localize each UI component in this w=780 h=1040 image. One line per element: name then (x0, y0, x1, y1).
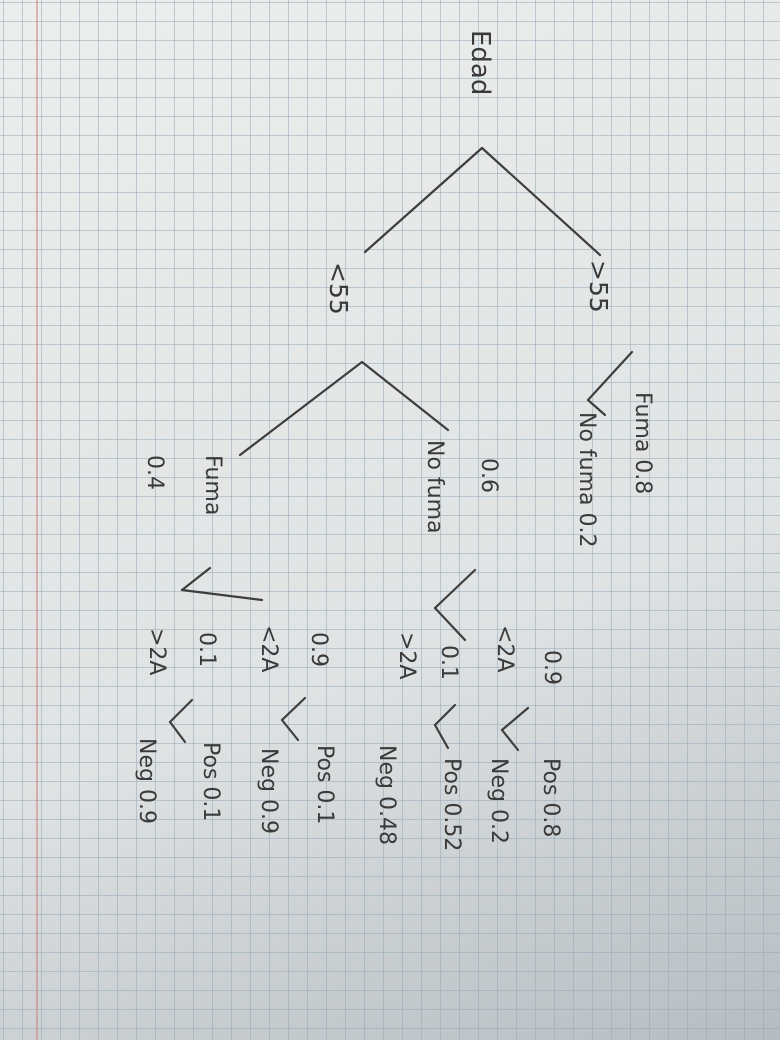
edge-nf-gt2a-neg (433, 723, 450, 750)
edge-f-lt2a-neg (280, 718, 300, 742)
edge-nf-lt2a-pos (500, 706, 530, 732)
edge-nf-lt2a (433, 568, 477, 610)
edge-f-lt2a (180, 566, 212, 592)
f-gt2a-pos-label: Pos 0.1 (198, 742, 223, 821)
edge-f-gt2a-pos (168, 698, 194, 724)
edge-f-lt2a-pos (280, 696, 307, 722)
f-lt2a-label: <2A (256, 625, 281, 672)
f-gt2a-label: >2A (144, 628, 169, 675)
nf-lt2a-prob: 0.9 (539, 650, 564, 685)
edge-root-gt55 (480, 146, 602, 257)
edge-lt55-fuma (238, 360, 364, 457)
branch-gt55-label: >55 (584, 260, 613, 313)
f-gt2a-neg-label: Neg 0.9 (134, 738, 159, 824)
edge-nf-gt2a-pos (433, 703, 457, 727)
f-lt2a-pos-label: Pos 0.1 (312, 745, 337, 824)
edge-nf-gt2a (433, 606, 467, 642)
lt55-nofuma-prob: 0.6 (476, 458, 501, 493)
nf-gt2a-prob: 0.1 (436, 645, 461, 680)
edge-gt55-nofuma (586, 398, 607, 417)
edge-gt55-fuma (586, 350, 634, 402)
nf-lt2a-pos-label: Pos 0.8 (538, 758, 563, 837)
lt55-fuma-prob: 0.4 (142, 455, 167, 490)
branch-lt55-label: <55 (324, 262, 353, 315)
nf-lt2a-neg-label: Neg 0.2 (486, 758, 511, 844)
edge-root-lt55 (363, 146, 484, 254)
edge-nf-lt2a-neg (500, 728, 520, 752)
f-lt2a-prob: 0.9 (306, 632, 331, 667)
nf-gt2a-pos-label: Pos 0.52 (439, 758, 464, 851)
lt55-fuma-label: Fuma (200, 455, 225, 515)
edge-lt55-nofuma (360, 360, 450, 432)
gt55-fuma-label: Fuma 0.8 (630, 392, 655, 494)
f-gt2a-prob: 0.1 (194, 632, 219, 667)
f-lt2a-neg-label: Neg 0.9 (256, 748, 281, 834)
root-label: Edad (465, 30, 495, 95)
edge-f-gt2a-neg (168, 720, 187, 744)
nf-lt2a-label: <2A (492, 625, 517, 672)
edge-f-gt2a (180, 588, 264, 602)
lt55-nofuma-label: No fuma (422, 440, 447, 534)
nf-gt2a-label: >2A (394, 632, 419, 679)
margin-line (36, 0, 38, 1040)
nf-gt2a-neg-label: Neg 0.48 (374, 745, 399, 845)
gt55-nofuma-label: No fuma 0.2 (574, 412, 599, 548)
